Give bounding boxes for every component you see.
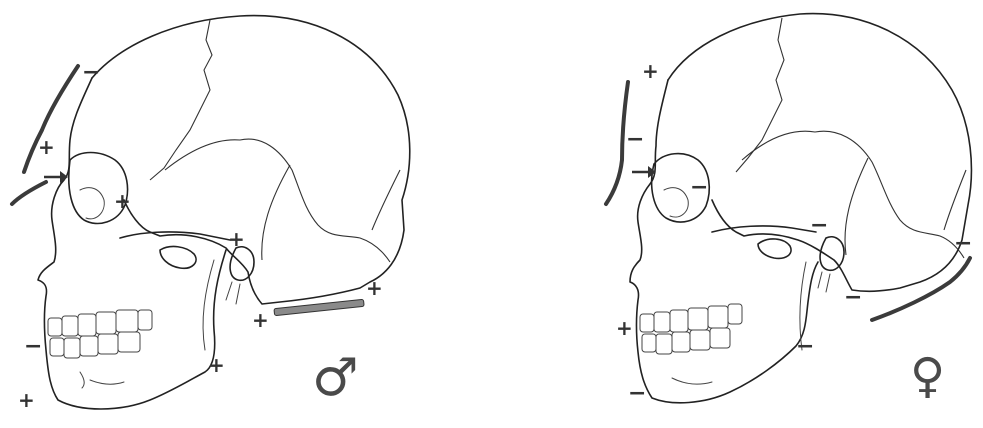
male-mark-plus: + [366,276,383,300]
female-mark-minus: − [954,231,972,256]
male-mark-plus: + [38,135,55,159]
female-mark-minus: − [626,127,644,152]
female-cranium-outline [668,14,971,292]
male-cranium-outline [92,16,410,304]
male-coronal-suture [150,20,212,180]
female-coronal-suture [736,18,784,172]
male-teeth [48,310,152,358]
female-mark-minus: − [690,175,708,200]
male-mark-minus: − [82,60,100,85]
male-mark-plus: + [208,353,225,377]
female-teeth [640,304,742,354]
male-mark-minus: − [24,334,42,359]
male-lambdoid-suture [165,139,390,262]
female-mark-plus: + [616,316,633,340]
male-zygomatic-arch [120,232,230,240]
male-mark-plus: + [252,308,269,332]
female-mark-plus: + [642,59,659,83]
female-forehead-profile-line [606,82,628,204]
female-mark-minus: − [844,285,862,310]
male-skull: + − + + + + − + + ♂ [12,16,410,412]
female-mark-minus: − [810,213,828,238]
female-occipital-profile-line [872,258,970,320]
male-mark-plus: + [228,227,245,251]
male-mark-plus: + [18,388,35,412]
male-symbol: ♂ [312,348,359,408]
female-symbol: ♀ [910,348,945,404]
male-facial-profile [38,78,226,409]
male-mark-plus: + [114,189,131,213]
female-zygomatic-arch [712,226,816,232]
male-nasal-profile-line [12,182,46,204]
female-mark-minus: − [796,334,814,359]
female-skull: + − − − − − + − − ♀ [606,14,972,406]
female-mark-minus: − [628,381,646,406]
